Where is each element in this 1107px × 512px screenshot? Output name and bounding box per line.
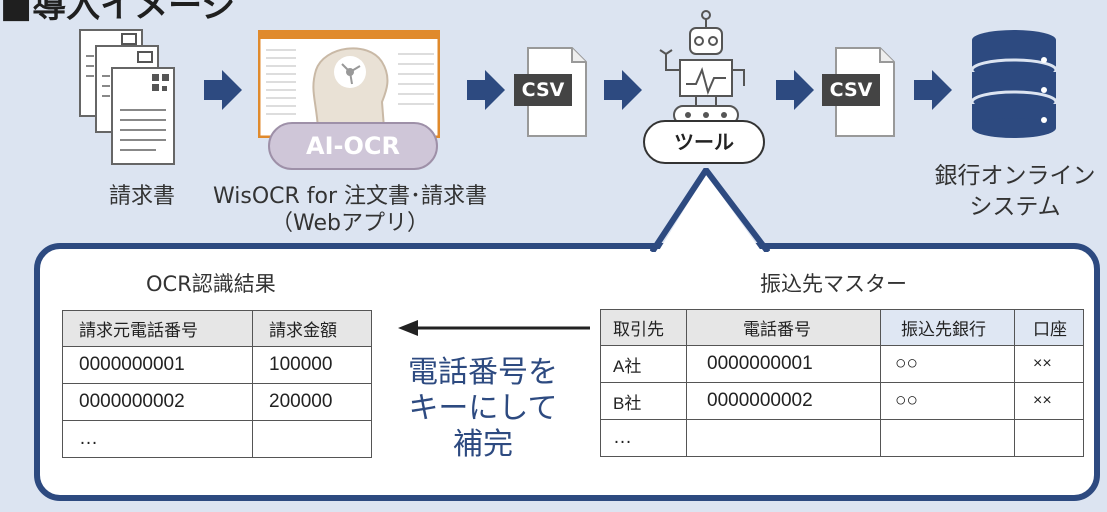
bank-caption-line1: 銀行オンライン bbox=[934, 163, 1096, 189]
arrow-right-icon bbox=[776, 70, 814, 110]
table-header-row: 請求元電話番号 請求金額 bbox=[62, 310, 372, 347]
invoice-caption: 請求書 bbox=[108, 184, 175, 209]
arrow-right-icon bbox=[467, 70, 505, 110]
table-row: … bbox=[600, 419, 1084, 457]
robot-icon bbox=[659, 10, 745, 125]
table-header: 口座 bbox=[1014, 309, 1084, 346]
csv-file-icon: CSV bbox=[822, 46, 896, 138]
arrow-right-icon bbox=[604, 70, 642, 110]
table-cell: ○○ bbox=[880, 382, 1015, 420]
table-header: 振込先銀行 bbox=[880, 309, 1015, 346]
table-cell: 0000000002 bbox=[686, 382, 881, 420]
csv-label: CSV bbox=[521, 79, 565, 101]
table-cell: 200000 bbox=[252, 383, 372, 421]
table-cell: 0000000002 bbox=[62, 383, 253, 421]
master-table: 取引先 電話番号 振込先銀行 口座 A社 0000000001 ○○ ×× B社… bbox=[600, 309, 1084, 457]
ocr-result-title: OCR認識結果 bbox=[146, 272, 276, 296]
tool-badge: ツール bbox=[643, 120, 765, 164]
table-row: … bbox=[62, 420, 372, 458]
table-cell: ×× bbox=[1014, 382, 1084, 420]
table-cell: B社 bbox=[600, 382, 687, 420]
table-cell: ○○ bbox=[880, 345, 1015, 383]
csv-label: CSV bbox=[829, 79, 873, 101]
wisocr-caption-line2: （Webアプリ） bbox=[271, 211, 429, 236]
table-row: A社 0000000001 ○○ ×× bbox=[600, 345, 1084, 383]
table-row: 0000000002 200000 bbox=[62, 383, 372, 421]
arrow-right-icon bbox=[914, 70, 952, 110]
table-header: 取引先 bbox=[600, 309, 687, 346]
master-title: 振込先マスター bbox=[760, 272, 907, 296]
ocr-screen-icon bbox=[258, 30, 440, 138]
table-cell bbox=[686, 419, 881, 457]
lookup-note-line: キーにして bbox=[408, 391, 558, 426]
table-cell: 0000000001 bbox=[62, 346, 253, 384]
arrow-right-icon bbox=[204, 70, 242, 110]
table-cell bbox=[880, 419, 1015, 457]
table-cell: … bbox=[600, 419, 687, 457]
csv-file-icon: CSV bbox=[514, 46, 588, 138]
table-cell: ×× bbox=[1014, 345, 1084, 383]
table-header: 請求金額 bbox=[252, 310, 372, 347]
invoice-stack-icon bbox=[79, 29, 175, 165]
table-row: 0000000001 100000 bbox=[62, 346, 372, 384]
ocr-result-table: 請求元電話番号 請求金額 0000000001 100000 000000000… bbox=[62, 310, 372, 458]
panel-pointer bbox=[650, 168, 770, 252]
wisocr-caption: WisOCR for 注文書･請求書 （Webアプリ） bbox=[210, 183, 490, 237]
table-cell bbox=[1014, 419, 1084, 457]
lookup-note-line: 補完 bbox=[453, 427, 513, 462]
table-header-row: 取引先 電話番号 振込先銀行 口座 bbox=[600, 309, 1084, 346]
table-cell: 100000 bbox=[252, 346, 372, 384]
bank-caption-line2: システム bbox=[969, 194, 1061, 220]
table-header: 電話番号 bbox=[686, 309, 881, 346]
ai-ocr-badge: AI-OCR bbox=[268, 122, 438, 170]
table-cell: A社 bbox=[600, 345, 687, 383]
bank-caption: 銀行オンライン システム bbox=[920, 161, 1107, 223]
table-cell: 0000000001 bbox=[686, 345, 881, 383]
lookup-note: 電話番号を キーにして 補完 bbox=[398, 355, 568, 463]
table-cell bbox=[252, 420, 372, 458]
table-header: 請求元電話番号 bbox=[62, 310, 253, 347]
arrow-left-icon bbox=[398, 320, 590, 336]
table-cell: … bbox=[62, 420, 253, 458]
table-row: B社 0000000002 ○○ ×× bbox=[600, 382, 1084, 420]
database-icon bbox=[970, 30, 1058, 138]
wisocr-caption-line1: WisOCR for 注文書･請求書 bbox=[212, 184, 488, 209]
page-title: ■導入イメージ bbox=[0, 0, 236, 26]
lookup-note-line: 電話番号を bbox=[408, 355, 558, 390]
